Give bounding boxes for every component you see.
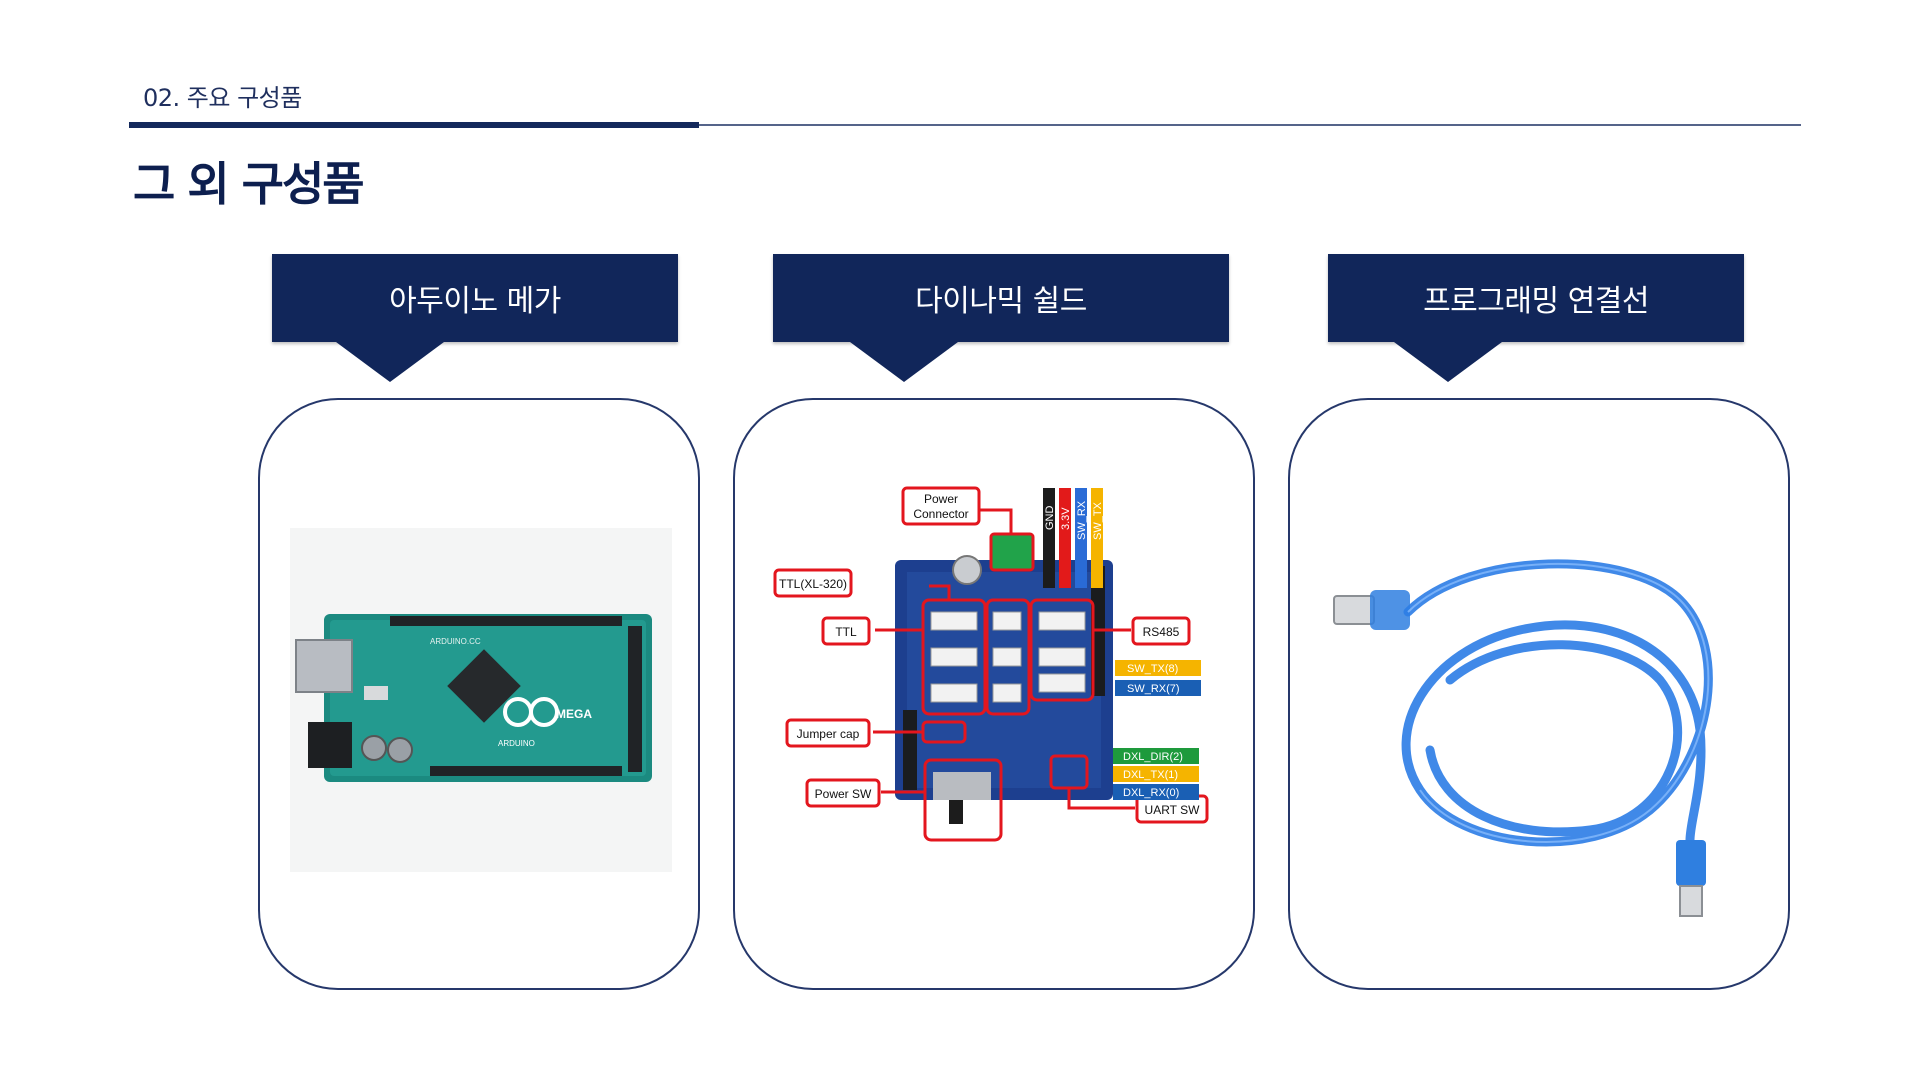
- header-dynamixel-shield-pointer: [850, 342, 958, 382]
- callout-power-connector-line2: Connector: [913, 507, 968, 521]
- card-programming-cable: [1288, 398, 1790, 990]
- header-rule: [699, 124, 1801, 126]
- callout-ttl-xl320: TTL(XL-320): [779, 577, 847, 591]
- pin-dxl-dir2: DXL_DIR(2): [1123, 751, 1183, 763]
- pin-sw-rx7: SW_RX(7): [1127, 683, 1180, 695]
- arduino-brand-text: ARDUINO: [498, 739, 535, 748]
- arduino-logo-text: MEGA: [556, 707, 592, 721]
- pin-dxl-tx1: DXL_TX(1): [1123, 769, 1178, 781]
- header-arduino-mega: 아두이노 메가: [272, 254, 678, 342]
- arduino-mega-image: MEGA ARDUINO ARDUINO.CC: [290, 528, 672, 872]
- section-label: 02. 주요 구성품: [143, 84, 302, 112]
- header-rule-accent: [129, 122, 699, 128]
- page-title: 그 외 구성품: [133, 157, 365, 211]
- header-programming-cable: 프로그래밍 연결선: [1328, 254, 1744, 342]
- callout-uart-sw: UART SW: [1145, 803, 1201, 817]
- header-arduino-mega-label: 아두이노 메가: [389, 284, 561, 319]
- callout-power-connector-line1: Power: [924, 492, 958, 506]
- card-arduino-mega: MEGA ARDUINO ARDUINO.CC: [258, 398, 700, 990]
- pin-dxl-rx0: DXL_RX(0): [1123, 787, 1179, 799]
- header-dynamixel-shield: 다이나믹 쉴드: [773, 254, 1229, 342]
- callout-jumper-cap: Jumper cap: [797, 727, 860, 741]
- usb-cable-image: [1333, 559, 1713, 917]
- pin-sw-tx8: SW_TX(8): [1127, 663, 1178, 675]
- header-programming-cable-pointer: [1394, 342, 1502, 382]
- wire-3v3-label: 3.3V: [1060, 507, 1072, 530]
- callout-ttl: TTL: [835, 625, 857, 639]
- wire-gnd-label: GND: [1044, 506, 1056, 531]
- card-dynamixel-shield: GND 3.3V SW_RX SW_TX: [733, 398, 1255, 990]
- arduino-board-text: ARDUINO.CC: [430, 637, 481, 646]
- callout-rs485: RS485: [1143, 625, 1180, 639]
- dynamixel-shield-diagram: GND 3.3V SW_RX SW_TX: [773, 486, 1209, 842]
- header-programming-cable-label: 프로그래밍 연결선: [1423, 284, 1649, 319]
- wire-sw-rx-label: SW_RX: [1076, 500, 1088, 540]
- wire-sw-tx-label: SW_TX: [1092, 501, 1104, 540]
- header-arduino-mega-pointer: [336, 342, 444, 382]
- callout-power-sw: Power SW: [815, 787, 872, 801]
- header-dynamixel-shield-label: 다이나믹 쉴드: [915, 284, 1087, 319]
